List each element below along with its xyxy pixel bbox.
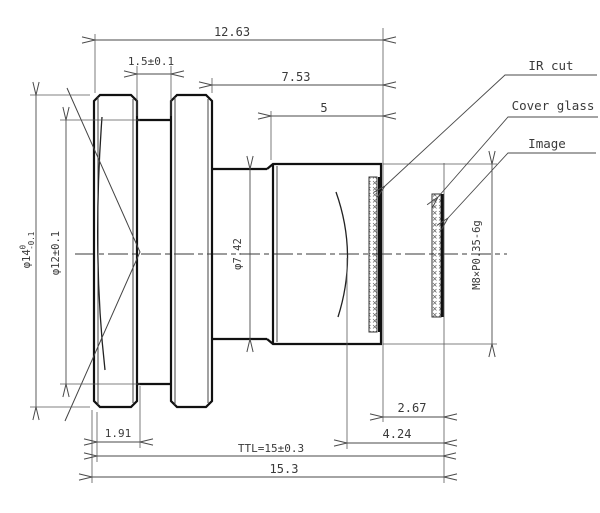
front-flange <box>92 93 139 409</box>
dim-ttl: TTL=15±0.3 <box>238 442 304 455</box>
rear-lens-surface <box>335 191 349 318</box>
front-dia-tol-lower: -0.1 <box>27 232 36 250</box>
neck-section <box>212 167 267 341</box>
dim-overall-top: 12.63 <box>214 25 250 39</box>
front-dia-tol-upper: 0 <box>19 244 28 249</box>
dimension-lines <box>32 36 496 481</box>
ir-cut-filter <box>368 176 381 333</box>
dim-groove-dia: φ12±0.1 <box>50 231 62 275</box>
cover-glass-leader <box>426 116 598 210</box>
dim-thread-spec: M8×P0.35-6g <box>471 220 483 290</box>
aspheric-surface-cone <box>64 87 141 422</box>
front-dia-value: φ14 <box>21 249 33 268</box>
ir-cut-label: IR cut <box>528 58 573 73</box>
lens-surfaces <box>64 87 349 422</box>
image-label: Image <box>528 136 566 151</box>
second-flange <box>169 93 214 409</box>
dim-filter-to-image: 2.67 <box>398 401 427 415</box>
callouts: IR cut Cover glass Image <box>373 58 598 230</box>
cover-glass-element <box>431 193 444 318</box>
dim-overall: 15.3 <box>270 462 299 476</box>
dim-lens-to-image: 4.24 <box>383 427 412 441</box>
groove <box>137 118 171 386</box>
dim-groove-width: 1.5±0.1 <box>128 55 174 68</box>
image-leader <box>436 152 596 230</box>
dim-body-length: 5 <box>320 101 327 115</box>
dim-front-dia: φ140-0.1 <box>19 232 37 269</box>
ir-cut-leader <box>373 74 597 198</box>
cover-glass-label: Cover glass <box>512 98 595 113</box>
extension-lines <box>30 28 497 483</box>
dim-front-to-groove: 1.91 <box>105 427 132 440</box>
dim-flange-to-filter: 7.53 <box>282 70 311 84</box>
dim-bore-dia: φ7.42 <box>232 238 244 270</box>
front-lens-surface <box>97 116 106 371</box>
